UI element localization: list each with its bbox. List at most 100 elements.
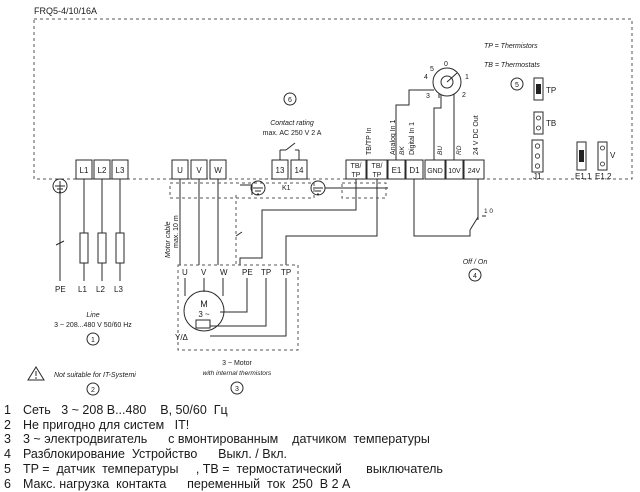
motor-cable-wiring bbox=[169, 179, 378, 265]
motor-tp2: TP bbox=[281, 268, 291, 277]
v-label: V bbox=[610, 151, 616, 160]
tbtp-ground-icon bbox=[310, 180, 326, 196]
pot-5: 5 bbox=[430, 66, 434, 73]
bu-label: BU bbox=[437, 146, 444, 155]
legend-item: 2 Не пригодно для систем IT! bbox=[4, 418, 443, 433]
terminal-v: V bbox=[196, 166, 202, 175]
terminal-tbtp-1a: TB/ bbox=[351, 163, 362, 170]
line-l3: L3 bbox=[114, 285, 123, 294]
mains-terminal-block bbox=[75, 159, 129, 180]
legend-text: Не пригодно для систем IT! bbox=[23, 417, 190, 432]
motor-subtitle: with internal thermistors bbox=[203, 370, 272, 377]
legend-text: Разблокирование Устройство Выкл. / Вкл. bbox=[23, 447, 287, 462]
tbtp-cable-shield bbox=[341, 182, 387, 199]
callout-4: 4 bbox=[473, 273, 477, 280]
terminal-w: W bbox=[214, 166, 222, 175]
legend-text: TP = датчик температуры , TB = термостат… bbox=[23, 461, 443, 476]
legend-item: 3 3 ~ электродвигатель с вмонтированным д… bbox=[4, 432, 443, 447]
legend-number: 3 bbox=[4, 432, 11, 447]
callout-6-circle bbox=[283, 92, 297, 106]
terminal-tbtp-2b: TP bbox=[373, 172, 382, 179]
motor-terminal-block bbox=[171, 159, 227, 180]
it-note: Not suitable for IT-Systemi bbox=[54, 372, 136, 379]
callout-1: 1 bbox=[91, 337, 95, 344]
bk-label: BK bbox=[399, 146, 406, 155]
motor-yd: Y/Δ bbox=[175, 333, 189, 342]
onoff-switch-wiring bbox=[413, 179, 486, 237]
signal-terminal-block bbox=[345, 159, 485, 180]
motor-w: W bbox=[220, 268, 228, 277]
digital-in-label: Digital In 1 bbox=[409, 122, 416, 155]
line-title: Line bbox=[86, 312, 99, 319]
tb-jumper bbox=[533, 111, 544, 135]
dc-out-label: 24 V DC Out bbox=[473, 115, 480, 155]
onoff-label: Off / On bbox=[463, 259, 488, 266]
motor-u: U bbox=[182, 268, 188, 277]
callout-2: 2 bbox=[91, 387, 95, 394]
terminal-14: 14 bbox=[295, 166, 304, 175]
j1-label: J1 bbox=[533, 172, 542, 181]
legend-number: 2 bbox=[4, 417, 11, 432]
motor-m: M bbox=[200, 299, 208, 309]
pot-2: 2 bbox=[462, 92, 466, 99]
legend-item: 6 Макс. нагрузка контакта переменный ток … bbox=[4, 477, 443, 492]
tp-legend: TP = Thermistors bbox=[484, 43, 538, 50]
motor-cable-length: max. 10 m bbox=[173, 215, 180, 248]
mains-wiring bbox=[55, 179, 125, 281]
e12-label: E1,2 bbox=[595, 172, 612, 181]
line-l2: L2 bbox=[96, 285, 105, 294]
terminal-d1: D1 bbox=[409, 166, 420, 175]
legend-text: Сеть 3 ~ 208 В...480 В, 50/60 Гц bbox=[23, 403, 228, 417]
legend-number: 4 bbox=[4, 447, 11, 462]
callout-2-circle bbox=[86, 382, 100, 396]
motor-title: 3 ~ Motor bbox=[222, 360, 252, 367]
callout-3: 3 bbox=[235, 386, 239, 393]
legend-text: 3 ~ электродвигатель с вмонтированным да… bbox=[23, 432, 430, 447]
e12-switch bbox=[597, 141, 608, 171]
legend-number: 1 bbox=[4, 403, 11, 417]
analog-in-label: Analog In 1 bbox=[390, 119, 397, 155]
terminal-gnd: GND bbox=[427, 168, 443, 175]
terminal-l1: L1 bbox=[80, 166, 89, 175]
tb-jumper-label: TB bbox=[546, 119, 556, 128]
callout-4-circle bbox=[468, 268, 482, 282]
callout-6: 6 bbox=[288, 97, 292, 104]
legend-item: 5 TP = датчик температуры , TB = термоста… bbox=[4, 462, 443, 477]
relay-k1: K1 bbox=[282, 185, 291, 192]
potentiometer-dial bbox=[432, 67, 462, 98]
terminal-e1: E1 bbox=[392, 166, 402, 175]
motor-3phase: 3 ~ bbox=[198, 310, 210, 319]
switch-label: 1 0 bbox=[484, 208, 493, 215]
pot-4: 4 bbox=[424, 74, 428, 81]
contact-rating-value: max. AC 250 V 2 A bbox=[263, 130, 322, 137]
line-pe: PE bbox=[55, 285, 66, 294]
j1-header bbox=[531, 139, 544, 173]
warning-icon bbox=[27, 366, 45, 381]
motor-wiring bbox=[184, 278, 287, 337]
legend-list: 1 Сеть 3 ~ 208 В...480 В, 50/60 Гц 2 Не при… bbox=[4, 403, 443, 491]
legend-item: 1 Сеть 3 ~ 208 В...480 В, 50/60 Гц bbox=[4, 403, 443, 418]
terminal-10v: 10V bbox=[448, 168, 461, 175]
tb-legend: TB = Thermostats bbox=[484, 62, 540, 69]
legend-number: 6 bbox=[4, 476, 11, 491]
motor-v: V bbox=[201, 268, 207, 277]
motor-tp1: TP bbox=[261, 268, 271, 277]
motor-cable-label: Motor cable bbox=[165, 221, 172, 258]
pot-1: 1 bbox=[465, 74, 469, 81]
terminal-tbtp-1b: TP bbox=[352, 172, 361, 179]
motor-pe: PE bbox=[242, 268, 253, 277]
rd-label: RD bbox=[456, 145, 463, 155]
callout-3-circle bbox=[230, 381, 244, 395]
callout-5: 5 bbox=[515, 82, 519, 89]
legend-item: 4 Разблокирование Устройство Выкл. / Вкл. bbox=[4, 447, 443, 462]
motor-box bbox=[177, 264, 299, 351]
callout-1-circle bbox=[86, 332, 100, 346]
e11-label: E1,1 bbox=[575, 172, 592, 181]
pot-3: 3 bbox=[426, 93, 430, 100]
motor-ground-icon bbox=[250, 180, 266, 196]
legend-number: 5 bbox=[4, 461, 11, 476]
terminal-24v: 24V bbox=[468, 168, 481, 175]
pot-0: 0 bbox=[444, 61, 448, 68]
legend-text: Макс. нагрузка контакта переменный ток 2… bbox=[23, 476, 351, 491]
